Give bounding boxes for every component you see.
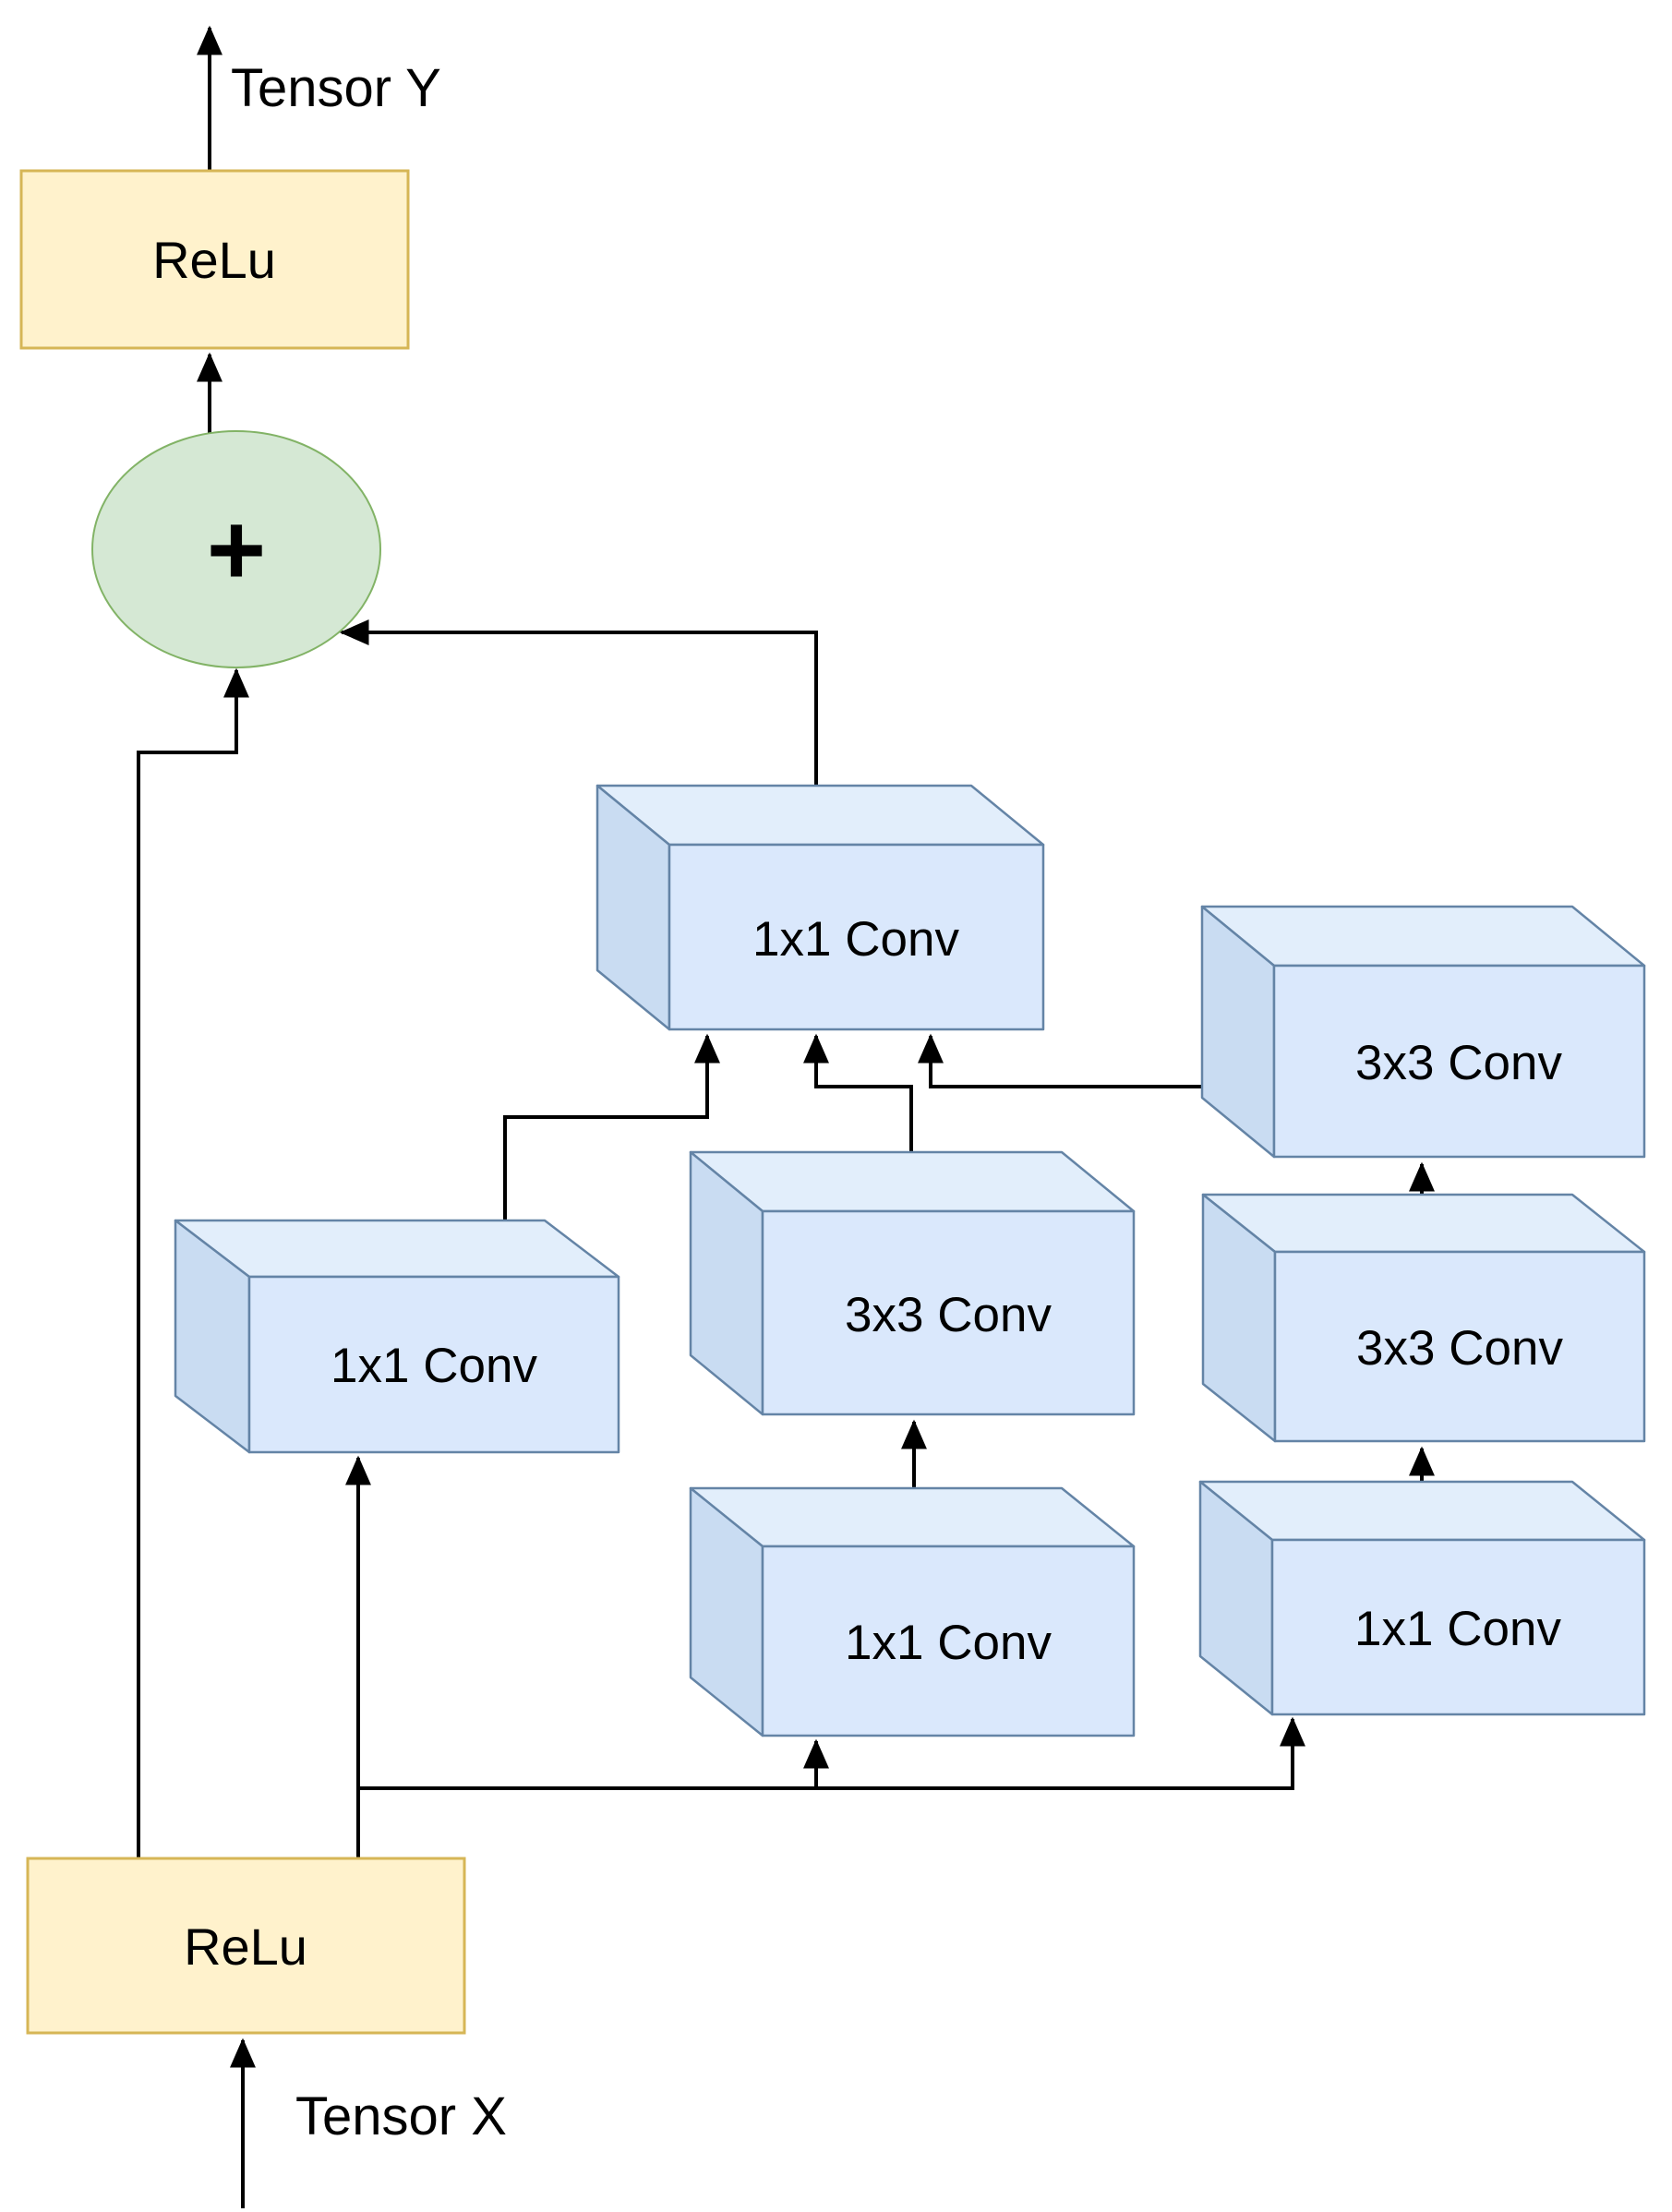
conv-right-1x1-label: 1x1 Conv [1354, 1602, 1561, 1656]
conv-concat-1x1-top-face [595, 784, 1045, 847]
relu-bottom-node: ReLu [26, 1857, 466, 2035]
conv-concat-1x1-label: 1x1 Conv [752, 912, 959, 967]
conv-right-3x3-mid-label: 3x3 Conv [1356, 1321, 1563, 1376]
conv-right-3x3-mid-node: 3x3 Conv [1201, 1193, 1646, 1443]
conv-right-3x3-top-label: 3x3 Conv [1355, 1036, 1562, 1090]
conv-left-1x1-node: 1x1 Conv [174, 1219, 620, 1454]
conv-left-1x1-front-face [247, 1275, 620, 1454]
conv-mid-3x3-front-face [761, 1209, 1136, 1416]
conv-concat-1x1-node: 1x1 Conv [595, 784, 1045, 1031]
conv-left-1x1-label: 1x1 Conv [331, 1339, 537, 1393]
relu-top-box [19, 169, 410, 350]
edge-skip-relu-bottom-to-add [137, 667, 249, 1858]
conv-left-1x1-top-face [174, 1219, 620, 1279]
conv-mid-1x1-label: 1x1 Conv [845, 1616, 1052, 1670]
conv-right-1x1-top-face [1198, 1480, 1646, 1542]
conv-mid-1x1-front-face [761, 1545, 1136, 1737]
relu-bottom-box [26, 1857, 466, 2035]
edge-conv-left-to-concat [503, 1033, 720, 1220]
conv-mid-3x3-top-face [689, 1150, 1136, 1213]
edge-conv-mid-3x3-to-concat [803, 1033, 913, 1152]
conv-right-3x3-top-top-face [1200, 905, 1646, 968]
relu-top-label: ReLu [152, 231, 276, 289]
add-plus-label: + [207, 493, 266, 607]
relu-bottom-label: ReLu [184, 1917, 307, 1976]
conv-right-1x1-front-face [1270, 1538, 1646, 1716]
tensor-y-label: Tensor Y [231, 58, 441, 118]
conv-mid-1x1-top-face [689, 1486, 1136, 1548]
conv-right-3x3-mid-front-face [1273, 1250, 1646, 1443]
add-circle [91, 430, 381, 668]
conv-mid-1x1-node: 1x1 Conv [689, 1486, 1136, 1737]
add-node: + [91, 430, 381, 668]
relu-top-node: ReLu [19, 169, 410, 350]
conv-right-3x3-top-front-face [1272, 964, 1646, 1159]
conv-right-1x1-node: 1x1 Conv [1198, 1480, 1646, 1716]
edge-relu-bottom-to-conv-right-1x1 [358, 1716, 1305, 1790]
conv-mid-3x3-label: 3x3 Conv [845, 1288, 1052, 1342]
conv-right-3x3-mid-top-face [1201, 1193, 1646, 1254]
conv-right-3x3-top-node: 3x3 Conv [1200, 905, 1646, 1159]
conv-mid-3x3-node: 3x3 Conv [689, 1150, 1136, 1416]
edge-conv-right-3x3-top-to-concat [918, 1033, 1202, 1088]
tensor-x-label: Tensor X [295, 2086, 507, 2146]
edge-concat-to-add [339, 619, 818, 786]
conv-concat-1x1-front-face [668, 843, 1045, 1031]
